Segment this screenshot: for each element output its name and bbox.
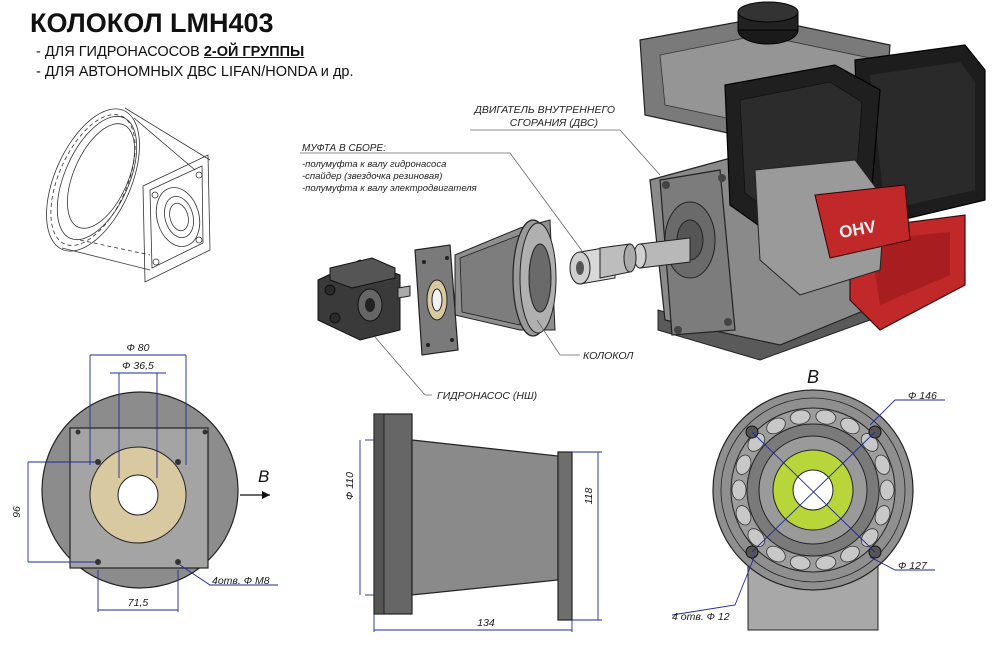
bearing-roller xyxy=(874,505,891,526)
subtitle-line-2: - ДЛЯ АВТОНОМНЫХ ДВС LIFAN/HONDA и др. xyxy=(36,64,354,80)
engine-callout-line-1: ДВИГАТЕЛЬ ВНУТРЕННЕГО xyxy=(473,104,615,116)
rear-view-b: B Ф 146 Ф 127 4 отв. Ф 12 xyxy=(671,367,945,631)
bell-wireframe-isometric xyxy=(46,107,211,283)
dim-d127: Ф 127 xyxy=(898,560,928,572)
bearing-roller xyxy=(879,479,895,501)
bearing-roller xyxy=(735,505,752,526)
bearing-roller xyxy=(789,409,811,425)
view-arrow-label: B xyxy=(258,467,269,486)
hydraulic-pump xyxy=(317,257,411,341)
coupling-assembly xyxy=(569,243,637,285)
front-holes-note: 4отв. Ф M8 xyxy=(212,575,270,587)
dim-inner-diameter: Ф 36,5 xyxy=(122,360,154,372)
dim-side-length: 134 xyxy=(477,617,495,629)
bearing-roller xyxy=(815,409,837,425)
bearing-roller xyxy=(815,555,837,571)
rear-holes-note: 4 отв. Ф 12 xyxy=(672,611,730,623)
bearing-roller xyxy=(766,545,786,563)
coupling-item-1: -полумуфта к валу гидронасоса xyxy=(302,159,446,170)
bearing-roller xyxy=(735,454,752,475)
callouts: ДВИГАТЕЛЬ ВНУТРЕННЕГО СГОРАНИЯ (ДВС) МУФ… xyxy=(300,104,661,402)
bearing-roller xyxy=(874,454,891,475)
subtitle-line-1: - ДЛЯ ГИДРОНАСОСОВ 2-ОЙ ГРУППЫ xyxy=(36,44,304,60)
bearing-roller xyxy=(860,528,879,547)
dim-side-diameter: Ф 110 xyxy=(344,472,356,500)
side-view: Ф 110 118 134 xyxy=(344,413,602,632)
coupling-item-2: -спайдер (звездочка резиновая) xyxy=(302,171,442,182)
dim-side-height: 118 xyxy=(583,487,595,504)
bearing-roller xyxy=(789,555,811,571)
pump-callout: ГИДРОНАСОС (НШ) xyxy=(437,390,537,402)
bearing-roller xyxy=(731,479,747,501)
bell-callout: КОЛОКОЛ xyxy=(583,350,634,362)
dim-outer-diameter: Ф 80 xyxy=(127,342,150,354)
engine-callout-line-2: СГОРАНИЯ (ДВС) xyxy=(510,117,598,129)
subtitle-line-1-text: - ДЛЯ ГИДРОНАСОСОВ xyxy=(36,44,204,60)
rear-view-label: B xyxy=(807,367,819,387)
pump-group-emphasis: 2-ОЙ ГРУППЫ xyxy=(203,44,305,60)
bell-housing-3d xyxy=(414,219,557,356)
dim-width: 71,5 xyxy=(128,597,149,609)
coupling-item-3: -полумуфта к валу электродвигателя xyxy=(302,183,477,194)
bearing-rollers xyxy=(731,409,895,571)
dim-height: 96 xyxy=(11,506,23,518)
page-title: КОЛОКОЛ LMH403 xyxy=(30,8,274,38)
bearing-roller xyxy=(747,528,766,547)
bearing-roller xyxy=(766,417,786,435)
dim-d146: Ф 146 xyxy=(908,390,937,402)
front-view: Ф 80 Ф 36,5 96 71,5 4отв. Ф M8 B xyxy=(11,342,278,612)
coupling-callout-title: МУФТА В СБОРЕ: xyxy=(302,143,386,154)
bearing-roller xyxy=(840,545,860,563)
engine-illustration: OHV xyxy=(633,1,986,361)
bearing-roller xyxy=(840,417,860,435)
